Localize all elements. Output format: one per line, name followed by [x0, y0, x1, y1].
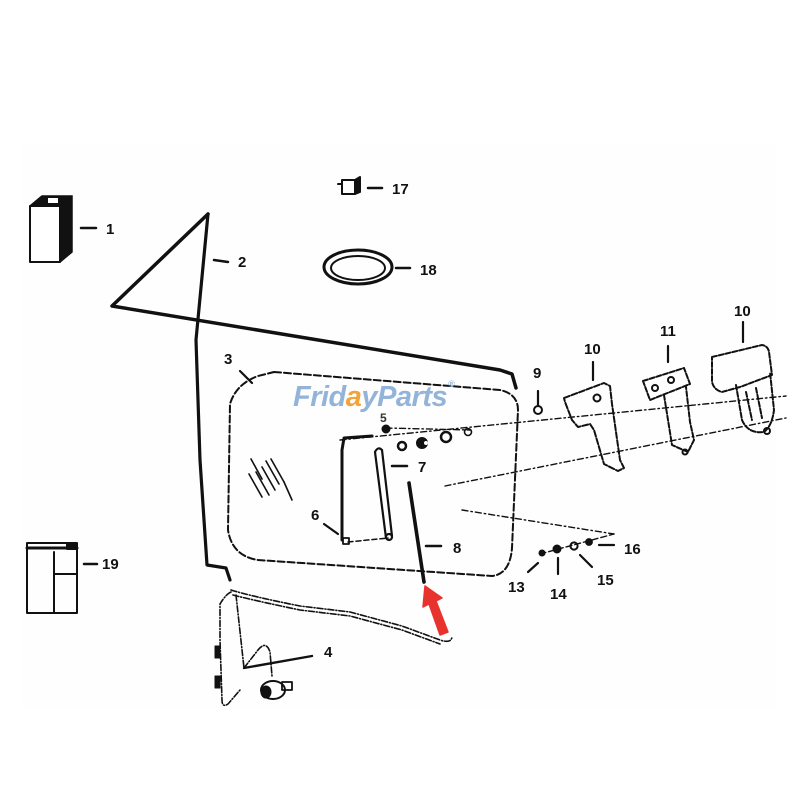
part-6-bracket-icon — [322, 434, 374, 545]
watermark-text-1: Frid — [293, 381, 346, 413]
parts-13-16-hardware-icon — [526, 533, 616, 576]
part-4-pump-icon — [214, 645, 314, 700]
glass-reflection-icon — [248, 458, 293, 501]
callout-10-bracket: 10 — [584, 341, 601, 358]
part-3-glass-icon — [227, 371, 519, 577]
callout-1: 1 — [106, 221, 115, 238]
fridayparts-watermark: FridayParts® — [293, 379, 455, 414]
part-7-wiper-arm-icon — [347, 447, 409, 543]
callout-4: 4 — [324, 644, 333, 661]
part-17-switch-icon — [337, 176, 384, 195]
watermark-check: a — [345, 381, 362, 413]
part-18-hose-coil-icon — [322, 248, 412, 286]
callout-16: 16 — [624, 541, 641, 558]
callout-11: 11 — [660, 323, 676, 340]
callout-6: 6 — [311, 507, 320, 524]
callout-3-leader — [238, 369, 254, 385]
callout-14: 14 — [550, 586, 567, 603]
callout-10-motor: 10 — [734, 303, 751, 320]
part-8-wiper-blade-icon — [407, 481, 443, 584]
part-5-washers-icon — [381, 424, 473, 452]
callout-19: 19 — [102, 556, 119, 573]
callout-5: 5 — [380, 411, 387, 425]
part-19-decal-icon — [25, 542, 99, 614]
highlight-arrow-icon — [422, 585, 449, 636]
mounting-axis-lines — [339, 395, 787, 535]
registered-mark: ® — [448, 379, 455, 389]
callout-15: 15 — [597, 572, 614, 589]
diagram-panel — [22, 143, 777, 710]
part-4-washer-hose-icon — [219, 589, 453, 707]
callout-8: 8 — [453, 540, 462, 557]
watermark-text-3: Parts — [377, 381, 448, 413]
watermark-text-2: y — [361, 381, 378, 413]
part-10-bracket-icon — [563, 360, 625, 472]
callout-3: 3 — [224, 351, 233, 368]
part-2-seal-icon — [110, 212, 518, 582]
part-1-block-icon — [29, 195, 98, 263]
callout-18: 18 — [420, 262, 437, 279]
part-10-wiper-motor-icon — [711, 320, 775, 435]
callout-2: 2 — [238, 254, 247, 271]
callout-7: 7 — [418, 459, 427, 476]
callout-13: 13 — [508, 579, 525, 596]
part-11-motor-icon — [642, 344, 695, 456]
callout-9: 9 — [533, 365, 542, 382]
callout-17: 17 — [392, 181, 409, 198]
part-9-washer-icon — [533, 389, 543, 415]
